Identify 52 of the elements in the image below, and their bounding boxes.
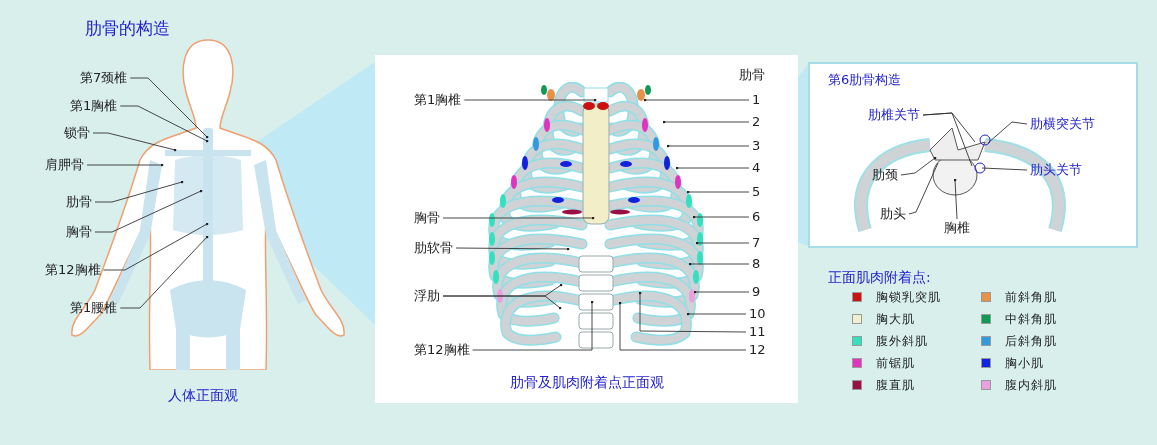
part-label: 肋软骨 xyxy=(414,240,453,256)
legend-label: 前锯肌 xyxy=(876,355,915,372)
detail-panel xyxy=(808,62,1138,248)
part-label: 第1胸椎 xyxy=(414,92,462,108)
part-label: 10 xyxy=(749,306,766,322)
part-label: 肋横突关节 xyxy=(1030,116,1095,132)
part-label: 胸骨 xyxy=(66,224,92,240)
part-label: 胸椎 xyxy=(944,220,970,236)
legend-label: 腹外斜肌 xyxy=(876,333,928,350)
leader-line xyxy=(987,121,1028,144)
part-label: 3 xyxy=(752,138,761,154)
part-label: 第1胸椎 xyxy=(70,98,118,114)
part-label: 12 xyxy=(749,342,766,358)
part-label: 肩胛骨 xyxy=(45,157,84,173)
part-label: 4 xyxy=(752,160,761,176)
part-label: 第1腰椎 xyxy=(70,300,118,316)
part-label: 胸骨 xyxy=(414,210,440,226)
part-label: 6 xyxy=(752,209,761,225)
part-label: 肋颈 xyxy=(872,167,898,183)
panel-caption: 肋骨及肌肉附着点正面观 xyxy=(508,373,665,392)
legend-label: 中斜角肌 xyxy=(1005,311,1057,328)
part-label: 11 xyxy=(749,324,766,340)
part-label: 7 xyxy=(752,235,761,251)
part-label: 8 xyxy=(752,256,761,272)
part-label: 9 xyxy=(752,284,761,300)
part-label: 肋椎关节 xyxy=(868,107,920,123)
leader-line xyxy=(981,167,1028,171)
part-label: 肋头 xyxy=(880,206,906,222)
leader-line xyxy=(922,112,973,167)
part-label: 第7颈椎 xyxy=(80,70,128,86)
part-label: 1 xyxy=(752,92,761,108)
legend-label: 前斜角肌 xyxy=(1005,289,1057,306)
column-heading: 肋骨 xyxy=(739,66,765,84)
part-label: 第12胸椎 xyxy=(414,342,470,358)
part-label: 5 xyxy=(752,184,761,200)
legend-label: 腹直肌 xyxy=(876,377,915,394)
part-label: 2 xyxy=(752,114,761,130)
figure-caption: 人体正面观 xyxy=(168,386,238,405)
part-label: 肋头关节 xyxy=(1030,162,1082,178)
legend-heading: 正面肌肉附着点: xyxy=(828,268,931,287)
part-label: 第12胸椎 xyxy=(45,262,101,278)
legend-label: 胸小肌 xyxy=(1005,355,1044,372)
part-label: 肋骨 xyxy=(66,194,92,210)
page-title: 肋骨的构造 xyxy=(85,17,170,40)
panel-title: 第6肋骨构造 xyxy=(828,71,902,89)
legend-label: 腹内斜肌 xyxy=(1005,377,1057,394)
leader-line xyxy=(908,162,939,215)
legend-label: 后斜角肌 xyxy=(1005,333,1057,350)
legend-label: 胸锁乳突肌 xyxy=(876,289,941,306)
part-label: 浮肋 xyxy=(414,288,440,304)
legend-label: 胸大肌 xyxy=(876,311,915,328)
part-label: 锁骨 xyxy=(64,125,90,141)
